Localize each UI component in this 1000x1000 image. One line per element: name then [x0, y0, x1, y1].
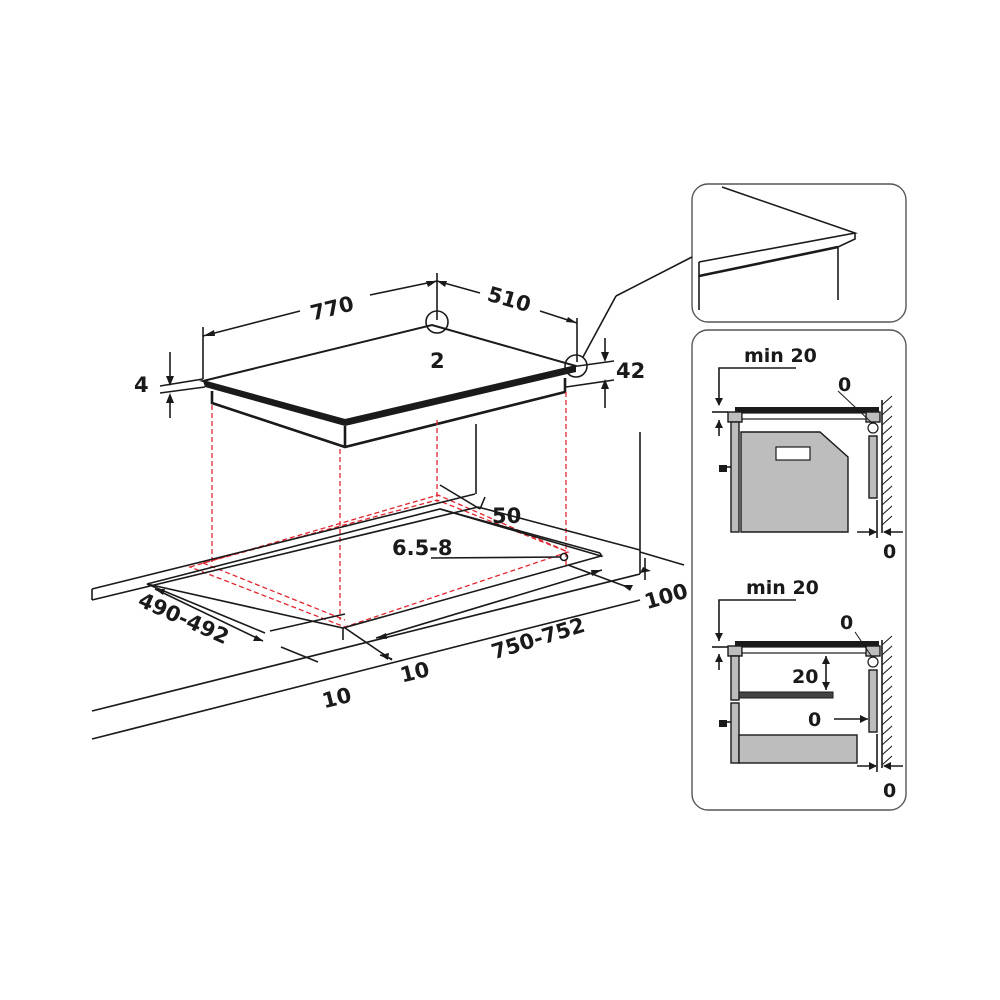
dimension-50-lines	[439, 484, 486, 510]
countertop	[91, 424, 641, 740]
hob-front-edge	[203, 381, 345, 426]
dim-6-5-8: 6.5-8	[392, 536, 453, 560]
dim-10-right: 10	[398, 657, 432, 687]
dim-100: 100	[642, 579, 691, 614]
dim-10-left: 10	[320, 683, 354, 713]
dim-510: 510	[485, 282, 534, 317]
cutout-outline	[146, 508, 604, 629]
dimension-42-lines	[565, 338, 615, 408]
dim-42: 42	[616, 359, 645, 383]
dimension-100-lines	[567, 551, 685, 591]
install-detail-top	[691, 329, 907, 811]
hob-top-surface	[199, 323, 580, 422]
dim-4: 4	[134, 373, 149, 397]
dimension-10-lines	[280, 628, 393, 663]
dim-750-752: 750-752	[489, 613, 588, 664]
install-detail-bottom	[712, 599, 903, 772]
dimension-lines-top	[202, 273, 617, 379]
dim-770: 770	[308, 292, 356, 326]
bottom-min-20: min 20	[746, 577, 819, 599]
dimension-4-lines	[159, 352, 206, 418]
bottom-zero-mid: 0	[808, 709, 821, 731]
dimension-490-492-lines	[146, 583, 346, 642]
top-min-20: min 20	[744, 345, 817, 367]
bottom-zero-side: 0	[883, 780, 896, 802]
hob-right-edge	[345, 366, 576, 426]
top-zero-side: 0	[883, 541, 896, 563]
edge-detail-panel	[615, 183, 907, 323]
top-zero-top: 0	[838, 374, 851, 396]
bottom-gap-20: 20	[792, 666, 818, 688]
dim-50: 50	[492, 504, 521, 528]
hob-drawing	[199, 323, 580, 449]
dimension-750-752-lines	[344, 569, 603, 661]
dim-2: 2	[430, 349, 445, 373]
bottom-zero-top: 0	[840, 612, 853, 634]
